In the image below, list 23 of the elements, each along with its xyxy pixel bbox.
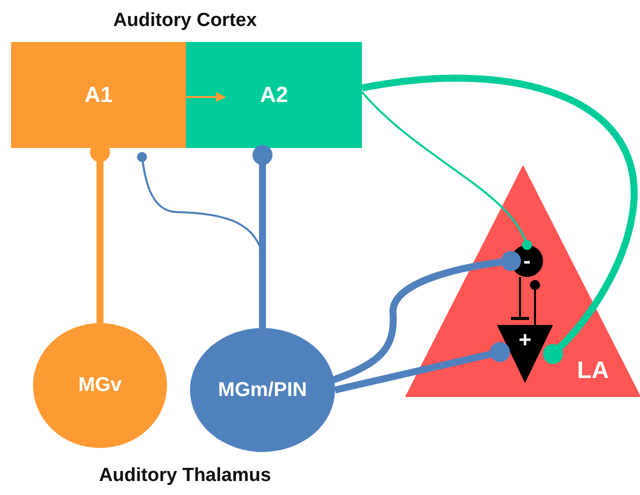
node-label: LA xyxy=(577,357,609,385)
region-heading: Auditory Cortex xyxy=(113,10,257,32)
connection-line xyxy=(186,92,226,102)
node-label: - xyxy=(523,248,531,274)
connection-line xyxy=(252,145,272,328)
connection-line xyxy=(530,280,540,325)
connection-line xyxy=(332,251,521,384)
node-label: A1 xyxy=(84,82,113,108)
amygdala-triangle xyxy=(405,165,640,397)
connection-line xyxy=(361,74,638,364)
node-label: + xyxy=(518,327,532,353)
connection-line xyxy=(334,342,510,394)
node-label: MGm/PIN xyxy=(218,378,307,402)
region-heading: Auditory Thalamus xyxy=(98,465,272,487)
connection-line xyxy=(511,277,529,320)
cortex-area-box xyxy=(186,42,362,148)
thalamus-nucleus-ellipse xyxy=(33,323,167,448)
node-label: MGv xyxy=(78,374,122,397)
thalamus-nucleus-ellipse xyxy=(190,328,335,452)
excitatory-neuron-triangle xyxy=(497,325,553,383)
node-label: A2 xyxy=(260,82,288,108)
cortex-area-box xyxy=(11,42,186,148)
connection-line xyxy=(361,91,532,250)
